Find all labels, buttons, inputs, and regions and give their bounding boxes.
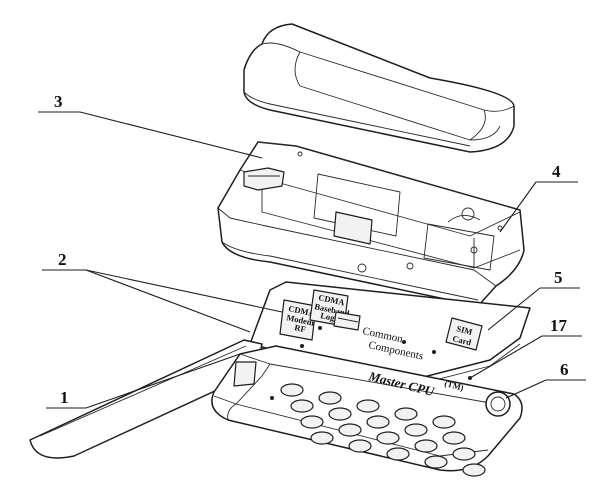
keypad-button bbox=[432, 415, 456, 429]
sim-line1: SIM bbox=[456, 323, 474, 337]
keypad-button bbox=[386, 447, 410, 461]
sim-card: SIM Card bbox=[445, 317, 483, 351]
keypad-button bbox=[462, 463, 486, 477]
callout-6: 6 bbox=[560, 360, 569, 379]
callout-2: 2 bbox=[58, 250, 67, 269]
keypad-button bbox=[318, 391, 342, 405]
keypad-button bbox=[290, 399, 314, 413]
keypad-button bbox=[310, 431, 334, 445]
brand-tm: (TM) bbox=[444, 378, 465, 392]
chip-modem-rf: CDMA Modem RF bbox=[279, 299, 317, 341]
callout-5: 5 bbox=[554, 268, 563, 287]
keypad-button bbox=[442, 431, 466, 445]
keypad-button bbox=[356, 399, 380, 413]
top-cover bbox=[243, 23, 515, 153]
keypad-button bbox=[348, 439, 372, 453]
keypad-button bbox=[366, 415, 390, 429]
keypad-button bbox=[338, 423, 362, 437]
keypad-button bbox=[424, 455, 448, 469]
base-housing: Master CPU (TM) bbox=[211, 345, 523, 477]
keypad-button bbox=[300, 415, 324, 429]
callout-3: 3 bbox=[54, 92, 63, 111]
keypad-button bbox=[376, 431, 400, 445]
keypad bbox=[280, 383, 486, 477]
keypad-button bbox=[404, 423, 428, 437]
callout-17: 17 bbox=[550, 316, 568, 335]
leaders bbox=[38, 111, 586, 409]
keypad-button bbox=[280, 383, 304, 397]
callout-1: 1 bbox=[60, 388, 69, 407]
keypad-button bbox=[394, 407, 418, 421]
round-button bbox=[485, 391, 511, 417]
sim-line2: Card bbox=[452, 333, 473, 347]
callout-4: 4 bbox=[552, 162, 561, 181]
chip-a-line3: RF bbox=[294, 322, 307, 334]
keypad-button bbox=[414, 439, 438, 453]
middle-housing bbox=[217, 141, 525, 307]
callout-labels: 3 4 2 5 17 6 1 bbox=[54, 92, 569, 407]
small-chip bbox=[333, 311, 361, 331]
keypad-button bbox=[452, 447, 476, 461]
side-clip bbox=[233, 361, 257, 387]
keypad-button bbox=[328, 407, 352, 421]
